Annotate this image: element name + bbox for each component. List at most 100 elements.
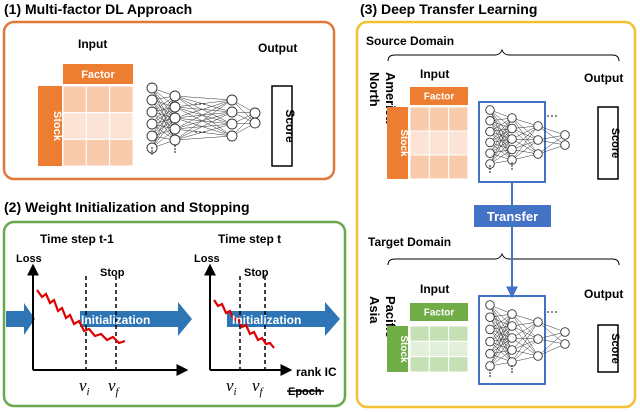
data-cell — [428, 106, 450, 132]
neuron — [146, 118, 158, 130]
data-cell — [85, 138, 111, 167]
factor-header — [63, 64, 133, 84]
neuron — [507, 144, 517, 155]
neuron — [560, 130, 570, 140]
stock-header — [387, 107, 408, 179]
neuron — [169, 101, 181, 113]
neuron — [485, 300, 495, 310]
output-label: Output — [258, 41, 297, 55]
neuron — [226, 130, 238, 142]
neuron — [560, 140, 570, 150]
neuron — [485, 312, 495, 322]
x-axis-label-struck: Epoch — [288, 386, 322, 398]
panel-title-multifactor: (1) Multi-factor DL Approach — [4, 1, 192, 17]
network-connections — [489, 304, 566, 367]
neuron — [507, 123, 517, 134]
data-cell — [409, 340, 430, 358]
data-cell — [448, 356, 469, 373]
data-cell — [448, 340, 469, 358]
neuron — [485, 116, 495, 126]
neuron — [146, 82, 158, 94]
neuron — [485, 324, 495, 335]
neuron — [146, 130, 158, 142]
neuron — [533, 149, 543, 159]
data-cell — [109, 112, 134, 140]
neuron — [485, 361, 495, 371]
input-label: Input — [78, 37, 107, 51]
data-cell — [409, 356, 430, 373]
target-domain-label: Target Domain — [368, 235, 451, 249]
neuron — [507, 113, 517, 123]
neuron — [507, 134, 517, 144]
data-cell — [409, 325, 430, 342]
initialization-label-right: Initialization — [232, 313, 301, 327]
factor-header — [410, 303, 468, 321]
data-cell — [428, 130, 450, 156]
output-label: Output — [584, 287, 623, 301]
neuron — [169, 90, 181, 102]
panel-weight-init: (2) Weight Initialization and Stopping T… — [2, 199, 347, 408]
vi-label-left: vi — [79, 376, 90, 398]
panel-transfer: (3) Deep Transfer Learning Source Domain… — [355, 1, 637, 409]
data-cell — [62, 85, 87, 114]
data-cell — [448, 325, 469, 342]
data-cell — [428, 356, 450, 373]
loss-label-right: Loss — [194, 253, 220, 265]
network-connections — [151, 87, 256, 149]
vf-label-left: vf — [108, 376, 121, 398]
neuron — [533, 135, 543, 145]
panel-frame-weight-init — [2, 220, 347, 408]
score-label: Score — [283, 109, 297, 143]
factor-label: Factor — [424, 308, 455, 319]
factor-label: Factor — [81, 69, 115, 81]
neuron — [226, 106, 238, 118]
data-cell — [409, 106, 430, 132]
neuron — [485, 349, 495, 359]
loss-curve-right — [213, 299, 275, 349]
neuron — [226, 118, 238, 130]
factor-header — [410, 87, 468, 105]
neuron — [249, 117, 261, 129]
neuron — [507, 321, 517, 331]
data-cell — [62, 138, 87, 167]
entry-arrow — [6, 303, 35, 335]
neuron — [507, 357, 517, 367]
neuron — [226, 94, 238, 106]
stock-label: Stock — [398, 335, 409, 363]
panel-title-weight-init: (2) Weight Initialization and Stopping — [4, 199, 250, 215]
plot-title-left: Time step t-1 — [40, 232, 114, 246]
data-cell — [85, 85, 111, 114]
data-cell — [409, 130, 430, 156]
neuron — [560, 327, 570, 337]
data-cell — [448, 130, 469, 156]
stop-label-right: Stop — [244, 267, 269, 279]
initialization-arrow-left — [80, 302, 192, 336]
vf-label-right: vf — [252, 376, 265, 398]
panel-frame-transfer — [355, 20, 637, 409]
neuron — [485, 105, 495, 115]
neuron — [146, 106, 158, 118]
data-cell — [109, 85, 134, 114]
stock-label: Stock — [51, 111, 63, 142]
source-domain-brace — [387, 48, 620, 62]
output-label: Output — [584, 71, 623, 85]
region-label-asia-pacific: Asia Pacific — [367, 296, 398, 338]
panel-title-transfer: (3) Deep Transfer Learning — [360, 1, 537, 17]
data-cell — [428, 340, 450, 358]
neuron — [485, 126, 495, 137]
neuron — [507, 333, 517, 343]
stock-header — [38, 86, 62, 166]
initialization-label-left: Initialization — [81, 313, 150, 327]
panel-frame-multifactor — [2, 20, 336, 181]
neuron — [507, 345, 517, 355]
neuron — [485, 159, 495, 169]
source-domain-label: Source Domain — [366, 34, 454, 48]
neuron — [169, 134, 181, 146]
data-cell — [62, 112, 87, 140]
data-cell — [448, 106, 469, 132]
neuron — [533, 121, 543, 131]
